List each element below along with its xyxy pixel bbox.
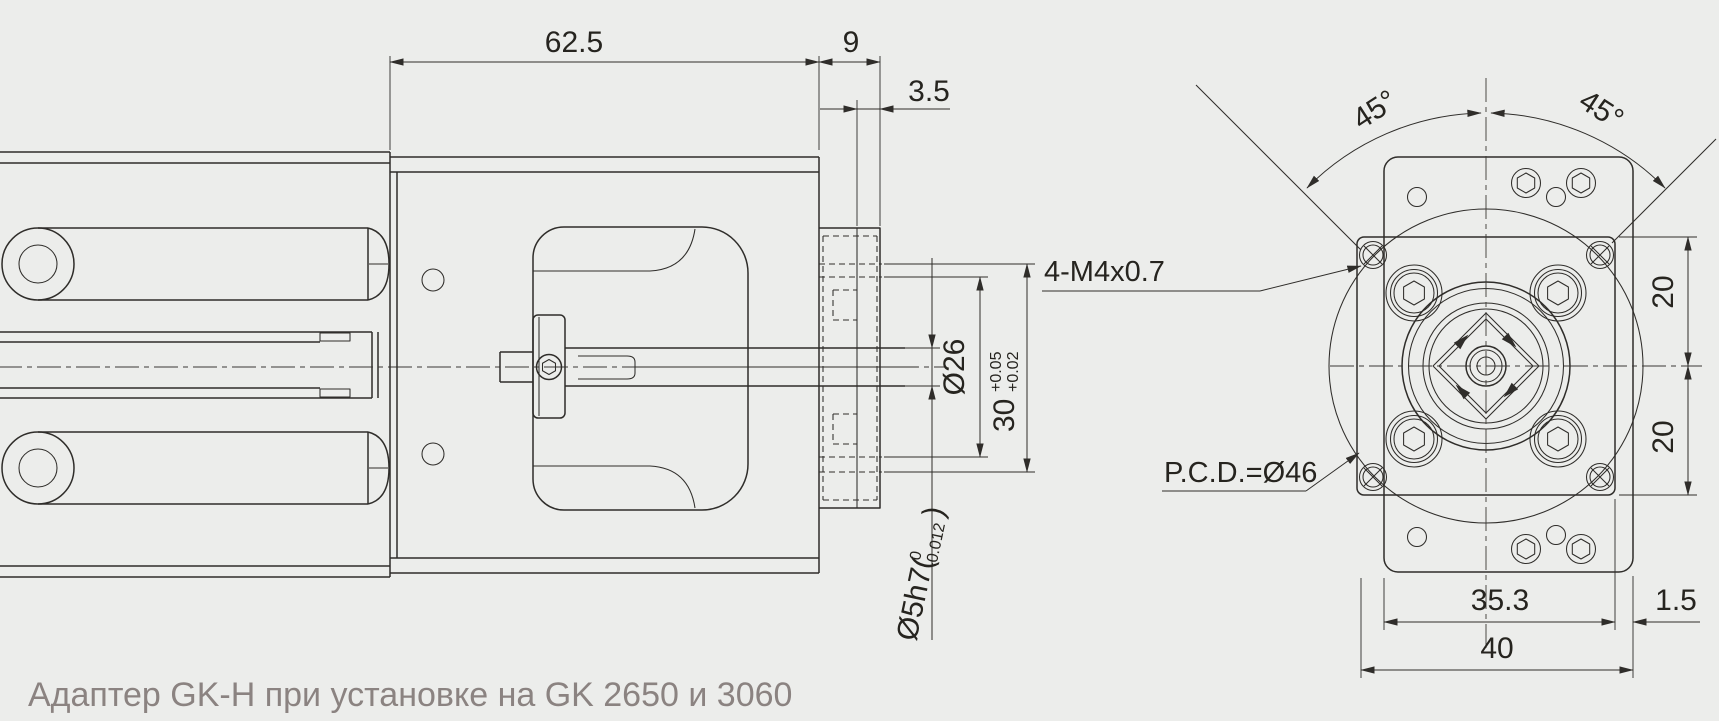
- socket-screw: [1530, 411, 1586, 467]
- mount-block: [389, 152, 820, 577]
- body-screw-group-bottom: [1406, 524, 1596, 564]
- thread-callout: 4-M4x0.7: [1042, 256, 1362, 292]
- dim-shaft-callout: Ø5h7( 0 -0.012 ): [891, 504, 952, 644]
- dim-length: 62.5: [545, 26, 603, 59]
- pcd-callout-text: P.C.D.=Ø46: [1164, 457, 1317, 489]
- dim-recess: 30 +0.05 +0.02: [988, 351, 1022, 432]
- end-view: 45° 45° 4-M4x0.7 P.C.D.=Ø46 20 20 35.: [1042, 78, 1717, 678]
- hex-screw: [1567, 169, 1596, 198]
- rod-end-screw: [367, 227, 390, 301]
- recess-tol-lower: +0.02: [1005, 351, 1022, 392]
- body-screw-group-top: [1406, 169, 1596, 208]
- dim-offset-lower: 20: [1647, 420, 1680, 453]
- dim-angle-left: 45°: [1347, 84, 1403, 136]
- set-screw: [535, 353, 563, 381]
- side-dimensions-right: Ø5h7( 0 -0.012 ) Ø26 30 +0.05 +0.02: [884, 258, 1035, 644]
- dim-pilot-dia: Ø26: [938, 339, 971, 396]
- thread-callout-text: 4-M4x0.7: [1044, 256, 1165, 288]
- recess-tol-upper: +0.05: [988, 351, 1005, 392]
- shaft: [565, 347, 905, 387]
- shaft-tol-lower: -0.012: [923, 521, 949, 569]
- dim-width: 40: [1480, 632, 1513, 665]
- adapter-plate-side: [819, 227, 882, 509]
- m4-hole: [1358, 240, 1388, 270]
- dim-offset-upper: 20: [1647, 275, 1680, 308]
- socket-screw: [1386, 265, 1442, 321]
- pcd-callout: P.C.D.=Ø46: [1162, 452, 1360, 492]
- bottom-dimensions: 35.3 1.5 40: [1360, 499, 1700, 678]
- recess-dia-text: 30: [988, 399, 1021, 432]
- m4-hole: [1585, 462, 1615, 492]
- angle-dimensions: 45° 45°: [1195, 84, 1717, 251]
- m4-hole: [1585, 240, 1615, 270]
- drawing-caption: Адаптер GK-H при установке на GK 2650 и …: [28, 676, 793, 714]
- coupling: [499, 314, 918, 419]
- m4-hole: [1358, 462, 1388, 492]
- dim-angle-right: 45°: [1573, 84, 1629, 136]
- socket-screw: [1386, 411, 1442, 467]
- hex-screw: [1512, 535, 1541, 564]
- shaft-callout-close: ): [917, 504, 951, 521]
- dim-span: 35.3: [1471, 584, 1529, 617]
- side-view: 62.5 9 3.5 Ø5h7( 0 -0.012 ) Ø26: [0, 26, 1035, 644]
- side-dimensions-top: 62.5 9 3.5: [389, 26, 950, 226]
- dim-plate-offset: 1.5: [1655, 584, 1697, 617]
- hex-screw: [1512, 169, 1541, 198]
- actuator-body-end: [1383, 156, 1634, 573]
- offset-dimensions: 20 20: [1619, 236, 1697, 496]
- motor-window: [532, 226, 749, 511]
- hex-screw: [1567, 535, 1596, 564]
- dim-adapter-width: 9: [843, 26, 860, 59]
- dim-boss-width: 3.5: [908, 75, 950, 108]
- socket-screw: [1530, 265, 1586, 321]
- rod-end-screw: [367, 431, 390, 505]
- centerline: [1330, 78, 1702, 648]
- shaft-tol-upper: 0: [907, 550, 925, 562]
- mount-hole: [421, 442, 445, 466]
- rail-body: [0, 151, 390, 578]
- mount-hole: [421, 268, 445, 292]
